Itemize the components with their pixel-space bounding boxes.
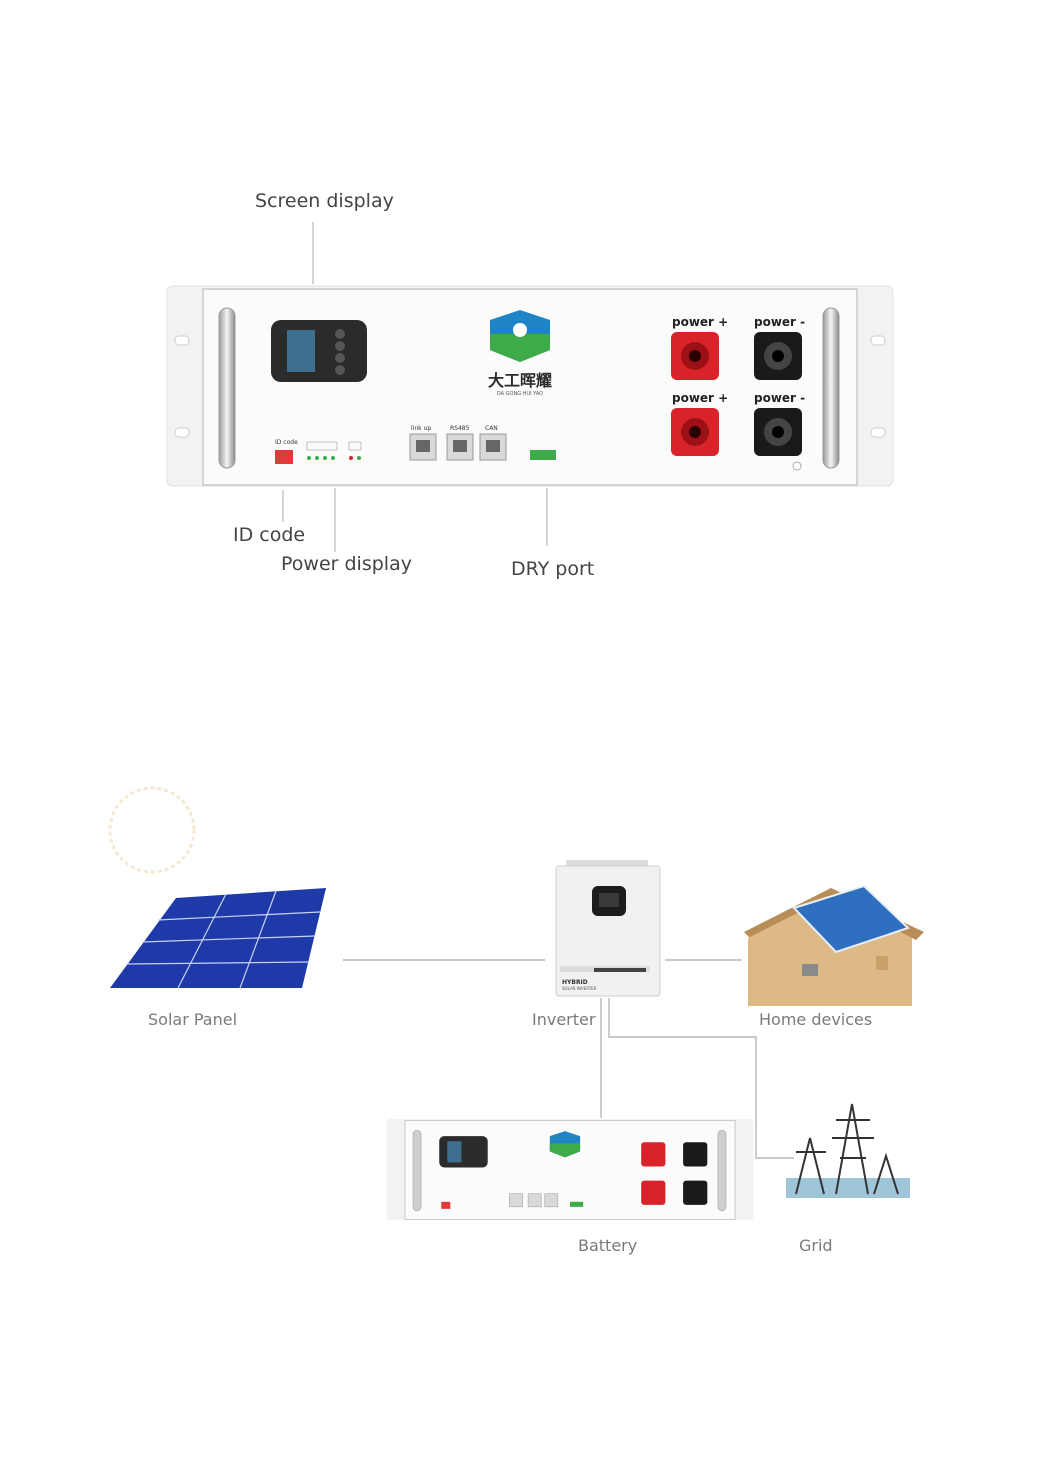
inverter-line2: SOLAR INVERTER [562,986,597,991]
inverter-line1: HYBRID [562,979,588,986]
label-battery: Battery [578,1236,638,1255]
terminal-label-power-minus-bottom: power - [754,391,805,405]
home-devices-image [744,884,924,1006]
power-display-leds [306,441,362,460]
id-code-label: ID code [275,439,298,446]
terminal-label-power-plus-bottom: power + [672,391,728,405]
label-grid: Grid [799,1236,833,1255]
grid-tower-image [786,1103,910,1198]
callout-leader-lines [282,222,548,552]
brand-pinyin-text: DA GONG HUI YAO [497,391,543,397]
inverter-image: HYBRID SOLAR INVERTER [555,860,661,997]
terminal-negative-bottom [754,408,802,456]
terminal-label-power-plus-top: power + [672,315,728,329]
callout-screen-display: Screen display [255,190,394,212]
port-label-link-up: link up [411,425,431,432]
rj45-ports [409,433,507,461]
label-home-devices: Home devices [759,1010,873,1029]
solar-panel-image [110,888,326,989]
port-label-rs485: RS485 [450,425,470,432]
terminal-positive-top [671,332,719,380]
terminal-positive-bottom [671,408,719,456]
terminal-negative-top [754,332,802,380]
battery-front-panel: 大工晖耀 DA GONG HUI YAO ID code link up RS4… [166,285,894,487]
callout-id-code: ID code [233,524,306,546]
terminal-label-power-minus-top: power - [754,315,805,329]
system-connection-lines [343,959,794,1159]
port-label-can: CAN [485,425,498,432]
brand-cn-text: 大工晖耀 [488,371,552,390]
sun-icon [108,786,196,874]
battery-small-image [386,1119,754,1220]
callout-power-display: Power display [281,553,412,575]
dry-port-connector [530,450,556,460]
label-solar-panel: Solar Panel [148,1010,238,1029]
callout-dry-port: DRY port [511,558,595,580]
label-inverter: Inverter [532,1010,596,1029]
